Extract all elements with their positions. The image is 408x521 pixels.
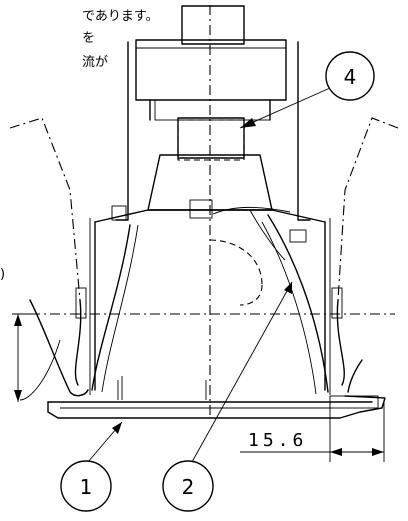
lamp-body [89,199,331,395]
socket-housing [147,154,273,211]
trim-flange [47,376,386,419]
callout-2-leader [191,281,293,463]
right-frame-wall [297,41,311,221]
callout-2-label: 2 [182,475,195,499]
width-dimension: 15.6 [240,402,385,462]
left-frame-wall [115,41,129,221]
wiring [19,299,363,401]
note-text-line3: 流が [82,55,109,70]
callout-2: 2 [162,460,214,512]
callout-1: 1 [60,460,112,512]
note-text-line4: ) [0,267,6,282]
mounting-springs [9,117,399,386]
dimension-label: 15.6 [248,430,307,451]
callout-4-leader [239,87,331,129]
callout-1-label: 1 [80,475,93,499]
note-text-line2: を [82,31,96,46]
note-text-line1: であります。 [82,9,159,24]
callout-4: 4 [325,51,375,101]
terminal-box [135,5,287,161]
height-dimension [12,313,40,402]
callout-4-label: 4 [344,65,357,89]
